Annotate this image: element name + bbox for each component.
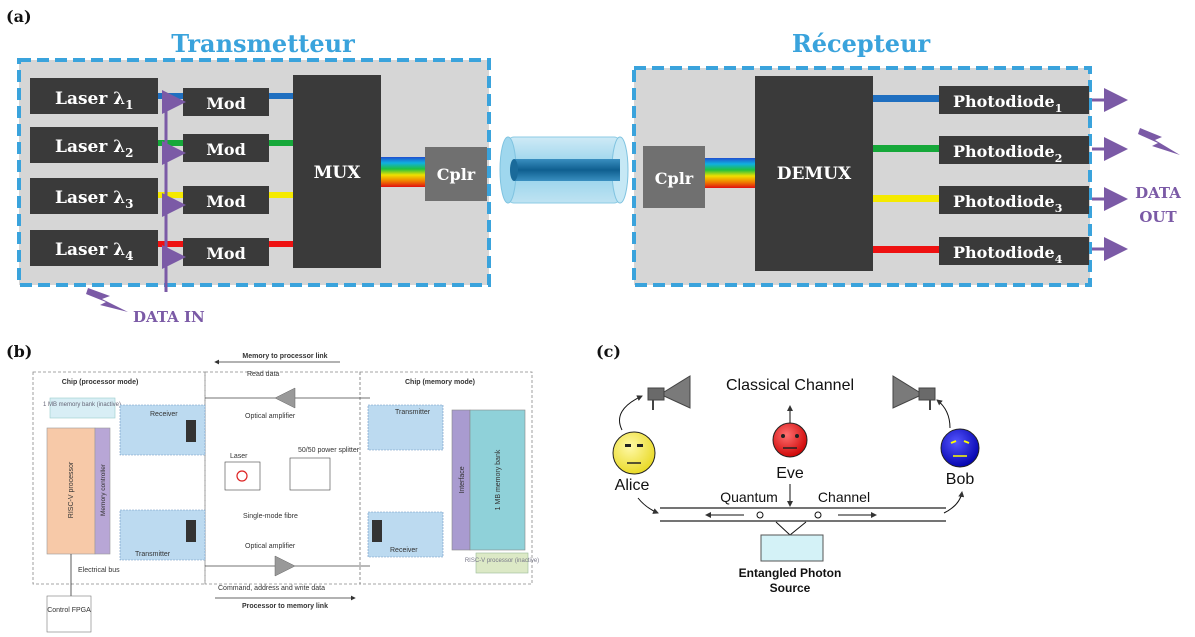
receiver-title: Récepteur — [792, 29, 931, 58]
source-label-1: Entangled Photon — [739, 566, 842, 580]
transmitter-title: Transmetteur — [171, 29, 355, 58]
svg-text:Laser λ1: Laser λ1 — [55, 89, 134, 112]
svg-text:Photodiode4: Photodiode4 — [953, 243, 1063, 266]
data-out-label-1: DATA — [1135, 184, 1181, 202]
rx-lane-3-fiber — [873, 195, 939, 202]
wdm-signal-rx — [705, 158, 755, 188]
transmitter-left-label: Transmitter — [135, 551, 171, 558]
interface-label: Interface — [459, 466, 466, 493]
memory-to-processor-label: Memory to processor link — [242, 353, 327, 360]
svg-text:Photodiode2: Photodiode2 — [953, 142, 1062, 165]
svg-text:Laser λ2: Laser λ2 — [55, 137, 134, 160]
channel-label: Channel — [818, 489, 870, 505]
transmitter-right-label: Transmitter — [395, 409, 431, 416]
risc-processor-label: RISC-V processor — [68, 461, 75, 518]
mb-inactive-label: 1 MB memory bank (inactive) — [43, 402, 121, 408]
wdm-signal-tx — [381, 157, 425, 187]
alice-face-icon — [612, 431, 656, 475]
panel-b-label: (b) — [6, 342, 32, 361]
receiver-left-label: Receiver — [150, 411, 178, 418]
svg-text:DEMUX: DEMUX — [777, 164, 852, 184]
photodiode-4: Photodiode4 — [939, 237, 1089, 266]
risc-inactive-label: RISC-V processor (inactive) — [465, 558, 539, 564]
power-splitter-label: 50/50 power splitter — [298, 447, 360, 454]
svg-text:MUX: MUX — [314, 163, 362, 183]
read-data-label: Read data — [247, 371, 279, 378]
svg-text:Laser λ3: Laser λ3 — [55, 188, 134, 211]
optical-amplifier-bottom-label: Optical amplifier — [245, 543, 296, 550]
lightning-icon-data-in — [86, 288, 128, 312]
svg-text:Mod: Mod — [206, 140, 246, 159]
svg-text:Photodiode3: Photodiode3 — [953, 192, 1062, 215]
svg-text:Laser λ4: Laser λ4 — [55, 240, 134, 263]
coupler-rx: Cplr — [643, 146, 705, 208]
data-out-label-2: OUT — [1139, 208, 1177, 226]
laser-3: Laser λ3 — [30, 178, 158, 214]
memory-controller-label: Memory controller — [100, 463, 107, 516]
rx-lane-1-fiber — [873, 95, 939, 102]
svg-text:Mod: Mod — [206, 94, 246, 113]
eve-face-icon — [772, 422, 808, 458]
photodiode-1: Photodiode1 — [939, 86, 1089, 115]
modulator-4: Mod — [183, 238, 269, 266]
panel-c-diagram: Classical Channel Alice Eve Bob Quantum … — [612, 375, 980, 595]
mux-block: MUX — [293, 75, 381, 268]
mb-bank-label: 1 MB memory bank — [495, 449, 502, 510]
photodiode-2: Photodiode2 — [939, 136, 1089, 165]
coupler-tx: Cplr — [425, 147, 487, 201]
modulator-1: Mod — [183, 88, 269, 116]
megaphone-icon-left — [647, 375, 691, 410]
data-in-bus — [162, 90, 186, 292]
svg-text:Mod: Mod — [206, 244, 246, 263]
data-out-arrows — [1092, 88, 1128, 261]
command-data-label: Command, address and write data — [218, 585, 325, 592]
modulator-2: Mod — [183, 134, 269, 162]
laser-1: Laser λ1 — [30, 78, 158, 114]
quantum-label: Quantum — [720, 489, 778, 505]
svg-text:Photodiode1: Photodiode1 — [953, 92, 1062, 115]
data-in-label: DATA IN — [133, 308, 205, 326]
megaphone-icon-right — [892, 375, 936, 410]
demux-block: DEMUX — [755, 76, 873, 271]
laser-2: Laser λ2 — [30, 127, 158, 163]
svg-text:Cplr: Cplr — [655, 169, 694, 188]
bob-label: Bob — [946, 471, 975, 488]
source-label-2: Source — [770, 581, 811, 595]
single-mode-fibre-label: Single-mode fibre — [243, 513, 298, 520]
chip-memory-label: Chip (memory mode) — [405, 379, 475, 386]
laser-label: Laser — [230, 453, 248, 460]
eve-label: Eve — [776, 465, 804, 482]
laser-4: Laser λ4 — [30, 230, 158, 266]
receiver-right-label: Receiver — [390, 547, 418, 554]
panel-b-diagram: Memory to processor link Processor to me… — [32, 353, 539, 633]
control-fpga-label: Control FPGA — [47, 607, 91, 614]
electrical-bus-label: Electrical bus — [78, 567, 120, 574]
rx-lane-4-fiber — [873, 246, 939, 253]
panel-a-label: (a) — [6, 7, 32, 26]
modulator-3: Mod — [183, 186, 269, 214]
bob-face-icon — [940, 428, 980, 468]
panel-c-label: (c) — [596, 342, 621, 361]
rx-lane-2-fiber — [873, 145, 939, 152]
svg-text:Mod: Mod — [206, 192, 246, 211]
alice-label: Alice — [615, 477, 650, 494]
photodiode-3: Photodiode3 — [939, 186, 1089, 215]
optical-amplifier-top-label: Optical amplifier — [245, 413, 296, 420]
chip-processor-label: Chip (processor mode) — [62, 379, 139, 386]
svg-text:Cplr: Cplr — [437, 165, 476, 184]
classical-channel-label: Classical Channel — [726, 377, 854, 394]
optical-fiber-icon — [499, 136, 629, 204]
processor-to-memory-label: Processor to memory link — [242, 603, 328, 610]
lightning-icon-data-out — [1138, 128, 1180, 155]
